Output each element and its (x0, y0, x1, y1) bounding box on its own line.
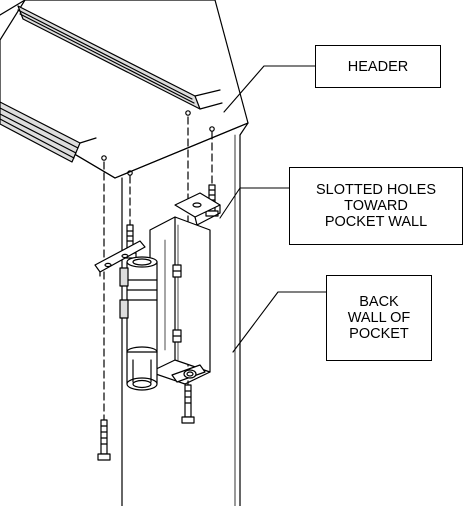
header (0, 0, 249, 179)
callout-header-line-1: HEADER (347, 58, 409, 75)
callout-header: HEADER (315, 45, 441, 88)
back-wall-of-pocket (121, 134, 241, 506)
callout-slotted-line-3: POCKET WALL (324, 214, 428, 230)
callout-back-wall: BACK WALL OF POCKET (326, 275, 432, 361)
header-mounting-holes (101, 110, 215, 176)
callout-slotted-line-2: TOWARD (344, 198, 408, 214)
callout-back-line-2: WALL OF (347, 310, 411, 326)
callout-back-line-3: POCKET (349, 326, 409, 342)
callout-back-line-1: BACK (359, 294, 399, 310)
bolt-lower-right (181, 384, 195, 424)
callout-slotted-line-1: SLOTTED HOLES (315, 182, 437, 198)
bolt-upper-right (205, 184, 219, 217)
operator-unit (94, 192, 221, 391)
callout-slotted-holes: SLOTTED HOLES TOWARD POCKET WALL (289, 167, 463, 245)
leader-lines (219, 65, 327, 353)
bolt-lower-left (97, 419, 111, 461)
